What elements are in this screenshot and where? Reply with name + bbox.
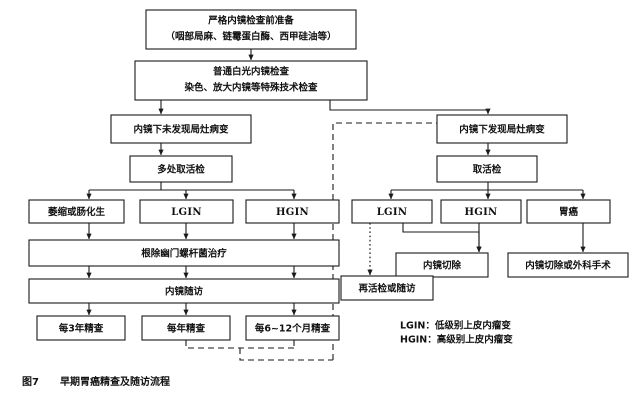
node-gastric-cancer-label: 胃癌 [559,206,579,218]
node-prep-rect[interactable] [145,9,357,50]
node-multi-biopsy-label: 多处取活检 [157,164,205,176]
node-lgin-right-rect[interactable] [351,199,433,224]
edge-whitelight-to-focal-found [329,100,491,115]
node-endoscopic-followup-label: 内镜随访 [165,286,204,298]
caption-title: 早期胃癌精查及随访流程 [60,375,170,388]
node-focal-found-rect[interactable] [436,114,568,144]
node-hp-eradication-label: 根除幽门螺杆菌治疗 [141,248,227,260]
node-hgin-right-rect[interactable] [440,199,522,224]
node-focal-found-label: 内镜下发现局灶病变 [459,124,545,136]
node-endoscopic-resection-rect[interactable] [395,252,489,278]
node-prep-line1: 严格内镜检查前准备 [207,15,294,27]
node-lgin-right[interactable]: LGIN [351,199,433,224]
edge-dashed-trunk-to-focal-found [332,120,459,360]
node-hgin-left-label: HGIN [276,207,309,218]
node-every-3-years-rect[interactable] [36,315,126,341]
node-focal-found[interactable]: 内镜下发现局灶病变 [436,114,568,144]
node-rebiopsy-or-followup[interactable]: 再活检或随访 [340,275,434,301]
node-multi-biopsy-rect[interactable] [129,155,233,183]
node-atrophy[interactable]: 萎缩或肠化生 [28,199,125,224]
node-lgin-left-rect[interactable] [139,199,234,224]
node-resection-or-surgery-rect[interactable] [507,252,629,278]
node-gastric-cancer[interactable]: 胃癌 [526,199,611,224]
legend-hgin: HGIN：高级别上皮内瘤变 [400,334,513,346]
node-prep[interactable]: 严格内镜检查前准备 （咽部局麻、链霉蛋白酶、西甲硅油等） [145,9,357,50]
legend-lgin: LGIN：低级别上皮内瘤变 [400,320,511,332]
node-prep-line2: （咽部局麻、链霉蛋白酶、西甲硅油等） [165,31,336,43]
node-biopsy-rect[interactable] [436,155,538,183]
edge-lgin-right-to-resection [402,223,482,253]
node-rebiopsy-or-followup-label: 再活检或随访 [358,283,416,295]
node-hgin-right[interactable]: HGIN [440,199,522,224]
node-every-3-years[interactable]: 每3年精查 [36,315,126,341]
node-whitelight[interactable]: 普通白光内镜检查 染色、放大内镜等特殊技术检查 [134,60,368,101]
node-multi-biopsy[interactable]: 多处取活检 [129,155,233,183]
node-lgin-left[interactable]: LGIN [139,199,234,224]
node-endoscopic-resection-label: 内镜切除 [423,260,462,272]
node-atrophy-rect[interactable] [28,199,125,224]
node-whitelight-line2: 染色、放大内镜等特殊技术检查 [183,82,318,94]
node-biopsy[interactable]: 取活检 [436,155,538,183]
edge-dashed-merge-run [239,348,333,361]
node-endoscopic-followup-rect[interactable] [28,278,340,304]
node-whitelight-line1: 普通白光内镜检查 [213,66,290,78]
node-every-year-rect[interactable] [141,315,231,341]
node-every-year-label: 每年精查 [167,323,206,335]
node-hp-eradication-rect[interactable] [28,239,340,267]
node-hgin-left-rect[interactable] [245,199,340,224]
node-gastric-cancer-rect[interactable] [526,199,611,224]
node-every-6-12-months[interactable]: 每6~12个月精查 [245,315,340,341]
node-every-6-12-months-rect[interactable] [245,315,340,341]
node-endoscopic-followup[interactable]: 内镜随访 [28,278,340,304]
node-resection-or-surgery[interactable]: 内镜切除或外科手术 [507,252,629,278]
node-lgin-left-label: LGIN [171,207,202,218]
node-no-focal-rect[interactable] [110,114,252,144]
connectors-solid [86,49,586,316]
node-biopsy-label: 取活检 [473,164,502,176]
node-endoscopic-resection[interactable]: 内镜切除 [395,252,489,278]
node-whitelight-rect[interactable] [134,60,368,101]
node-no-focal[interactable]: 内镜下未发现局灶病变 [110,114,252,144]
node-no-focal-label: 内镜下未发现局灶病变 [133,124,229,136]
node-every-year[interactable]: 每年精查 [141,315,231,341]
node-hp-eradication[interactable]: 根除幽门螺杆菌治疗 [28,239,340,267]
node-every-3-years-label: 每3年精查 [59,323,104,335]
connectors-dashed [185,120,459,361]
figure-caption: 图7 早期胃癌精查及随访流程 [22,375,170,388]
caption-label: 图7 [22,376,39,388]
legend: LGIN：低级别上皮内瘤变 HGIN：高级别上皮内瘤变 [400,320,513,346]
edge-yearly-dashed-down [185,340,295,349]
node-lgin-right-label: LGIN [377,207,408,218]
node-hgin-left[interactable]: HGIN [245,199,340,224]
node-resection-or-surgery-label: 内镜切除或外科手术 [525,260,611,272]
node-hgin-right-label: HGIN [464,207,497,218]
node-atrophy-label: 萎缩或肠化生 [47,206,106,218]
node-every-6-12-months-label: 每6~12个月精查 [255,323,331,335]
node-rebiopsy-or-followup-rect[interactable] [340,275,434,301]
